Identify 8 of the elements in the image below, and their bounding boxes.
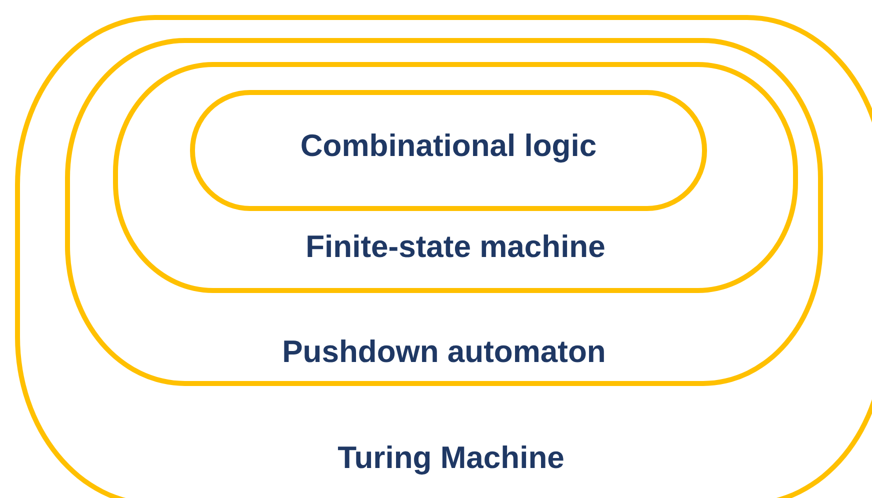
region-label: Combinational logic	[300, 127, 597, 165]
rounded-region	[65, 38, 823, 386]
region-label: Finite-state machine	[306, 228, 606, 266]
rounded-region	[113, 62, 798, 293]
rounded-region	[15, 15, 872, 498]
rounded-region	[190, 90, 707, 211]
region-label: Turing Machine	[338, 439, 564, 477]
region-label: Pushdown automaton	[282, 333, 606, 371]
